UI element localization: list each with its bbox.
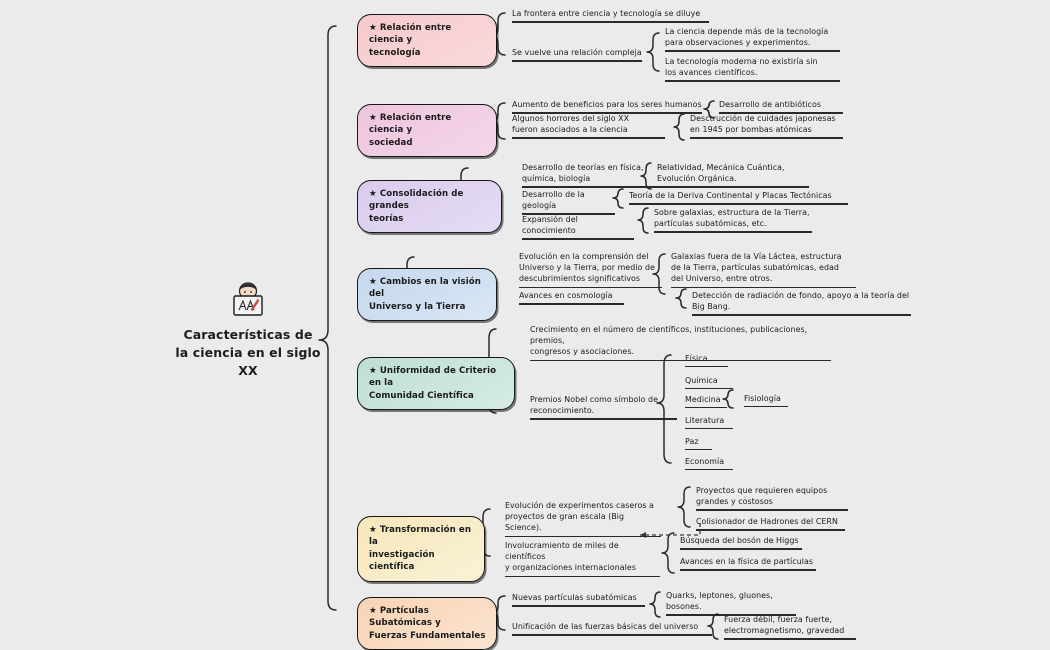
leaf-item[interactable]: Literatura [685, 415, 733, 431]
leaf-item[interactable]: Avances en la física de partículas [680, 556, 816, 573]
leaf-item[interactable]: Colisionador de Hadrones del CERN [696, 516, 845, 533]
brace-b1-c2 [646, 32, 660, 72]
leaf-item[interactable]: Aumento de beneficios para los seres hum… [512, 99, 702, 116]
leaf-item[interactable]: Nuevas partículas subatómicas [512, 592, 645, 609]
leaf-item[interactable]: Sobre galaxias, estructura de la Tierra,… [654, 207, 812, 235]
leaf-item[interactable]: Se vuelve una relación compleja [512, 47, 642, 64]
brace-b4-c2 [675, 288, 687, 309]
leaf-item[interactable]: Economía [685, 456, 733, 472]
leaf-item[interactable]: Química [685, 375, 733, 391]
brace-b3-c3 [637, 207, 649, 234]
leaf-item[interactable]: Crecimiento en el número de científicos,… [530, 324, 831, 363]
leaf-item[interactable]: Quarks, leptones, gluones,bosones. [666, 590, 796, 618]
brace-b2-c2 [673, 113, 685, 141]
leaf-item[interactable]: Fuerza débil, fuerza fuerte,electromagne… [724, 614, 856, 642]
person-whiteboard-icon [228, 280, 268, 320]
leaf-item[interactable]: Desarrollo de antibióticos [719, 99, 843, 116]
leaf-item[interactable]: Búsqueda del bosón de Higgs [680, 535, 802, 552]
leaf-item[interactable]: Galaxias fuera de la Vía Láctea, estruct… [671, 251, 856, 290]
brace-b6-c1 [677, 486, 691, 528]
leaf-item[interactable]: Unificación de las fuerzas básicas del u… [512, 621, 712, 638]
leaf-item[interactable]: La frontera entre ciencia y tecnología s… [512, 8, 709, 25]
root-node[interactable]: Características de la ciencia en el sigl… [170, 280, 326, 380]
leaf-item[interactable]: Detección de radiación de fondo, apoyo a… [692, 290, 911, 318]
leaf-item[interactable]: Desarrollo de la geología [522, 189, 615, 217]
leaf-item[interactable]: Fisiología [744, 393, 788, 409]
brace-b7-c1 [649, 591, 661, 618]
root-title: Características de la ciencia en el sigl… [175, 327, 321, 379]
leaf-item[interactable]: Paz [685, 436, 712, 452]
leaf-item[interactable]: Avances en cosmología [519, 290, 624, 307]
leaf-item[interactable]: Desarrollo de teorías en física,química,… [522, 162, 662, 190]
leaf-item[interactable]: Teoría de la Deriva Continental y Placas… [629, 190, 848, 207]
leaf-item[interactable]: Relatividad, Mecánica Cuántica,Evolución… [657, 162, 809, 190]
leaf-item[interactable]: Medicina [685, 394, 727, 410]
brace-b6-c2 [661, 532, 675, 574]
leaf-item[interactable]: Física [685, 353, 728, 369]
leaf-item[interactable]: Expansión del conocimiento [522, 214, 634, 242]
